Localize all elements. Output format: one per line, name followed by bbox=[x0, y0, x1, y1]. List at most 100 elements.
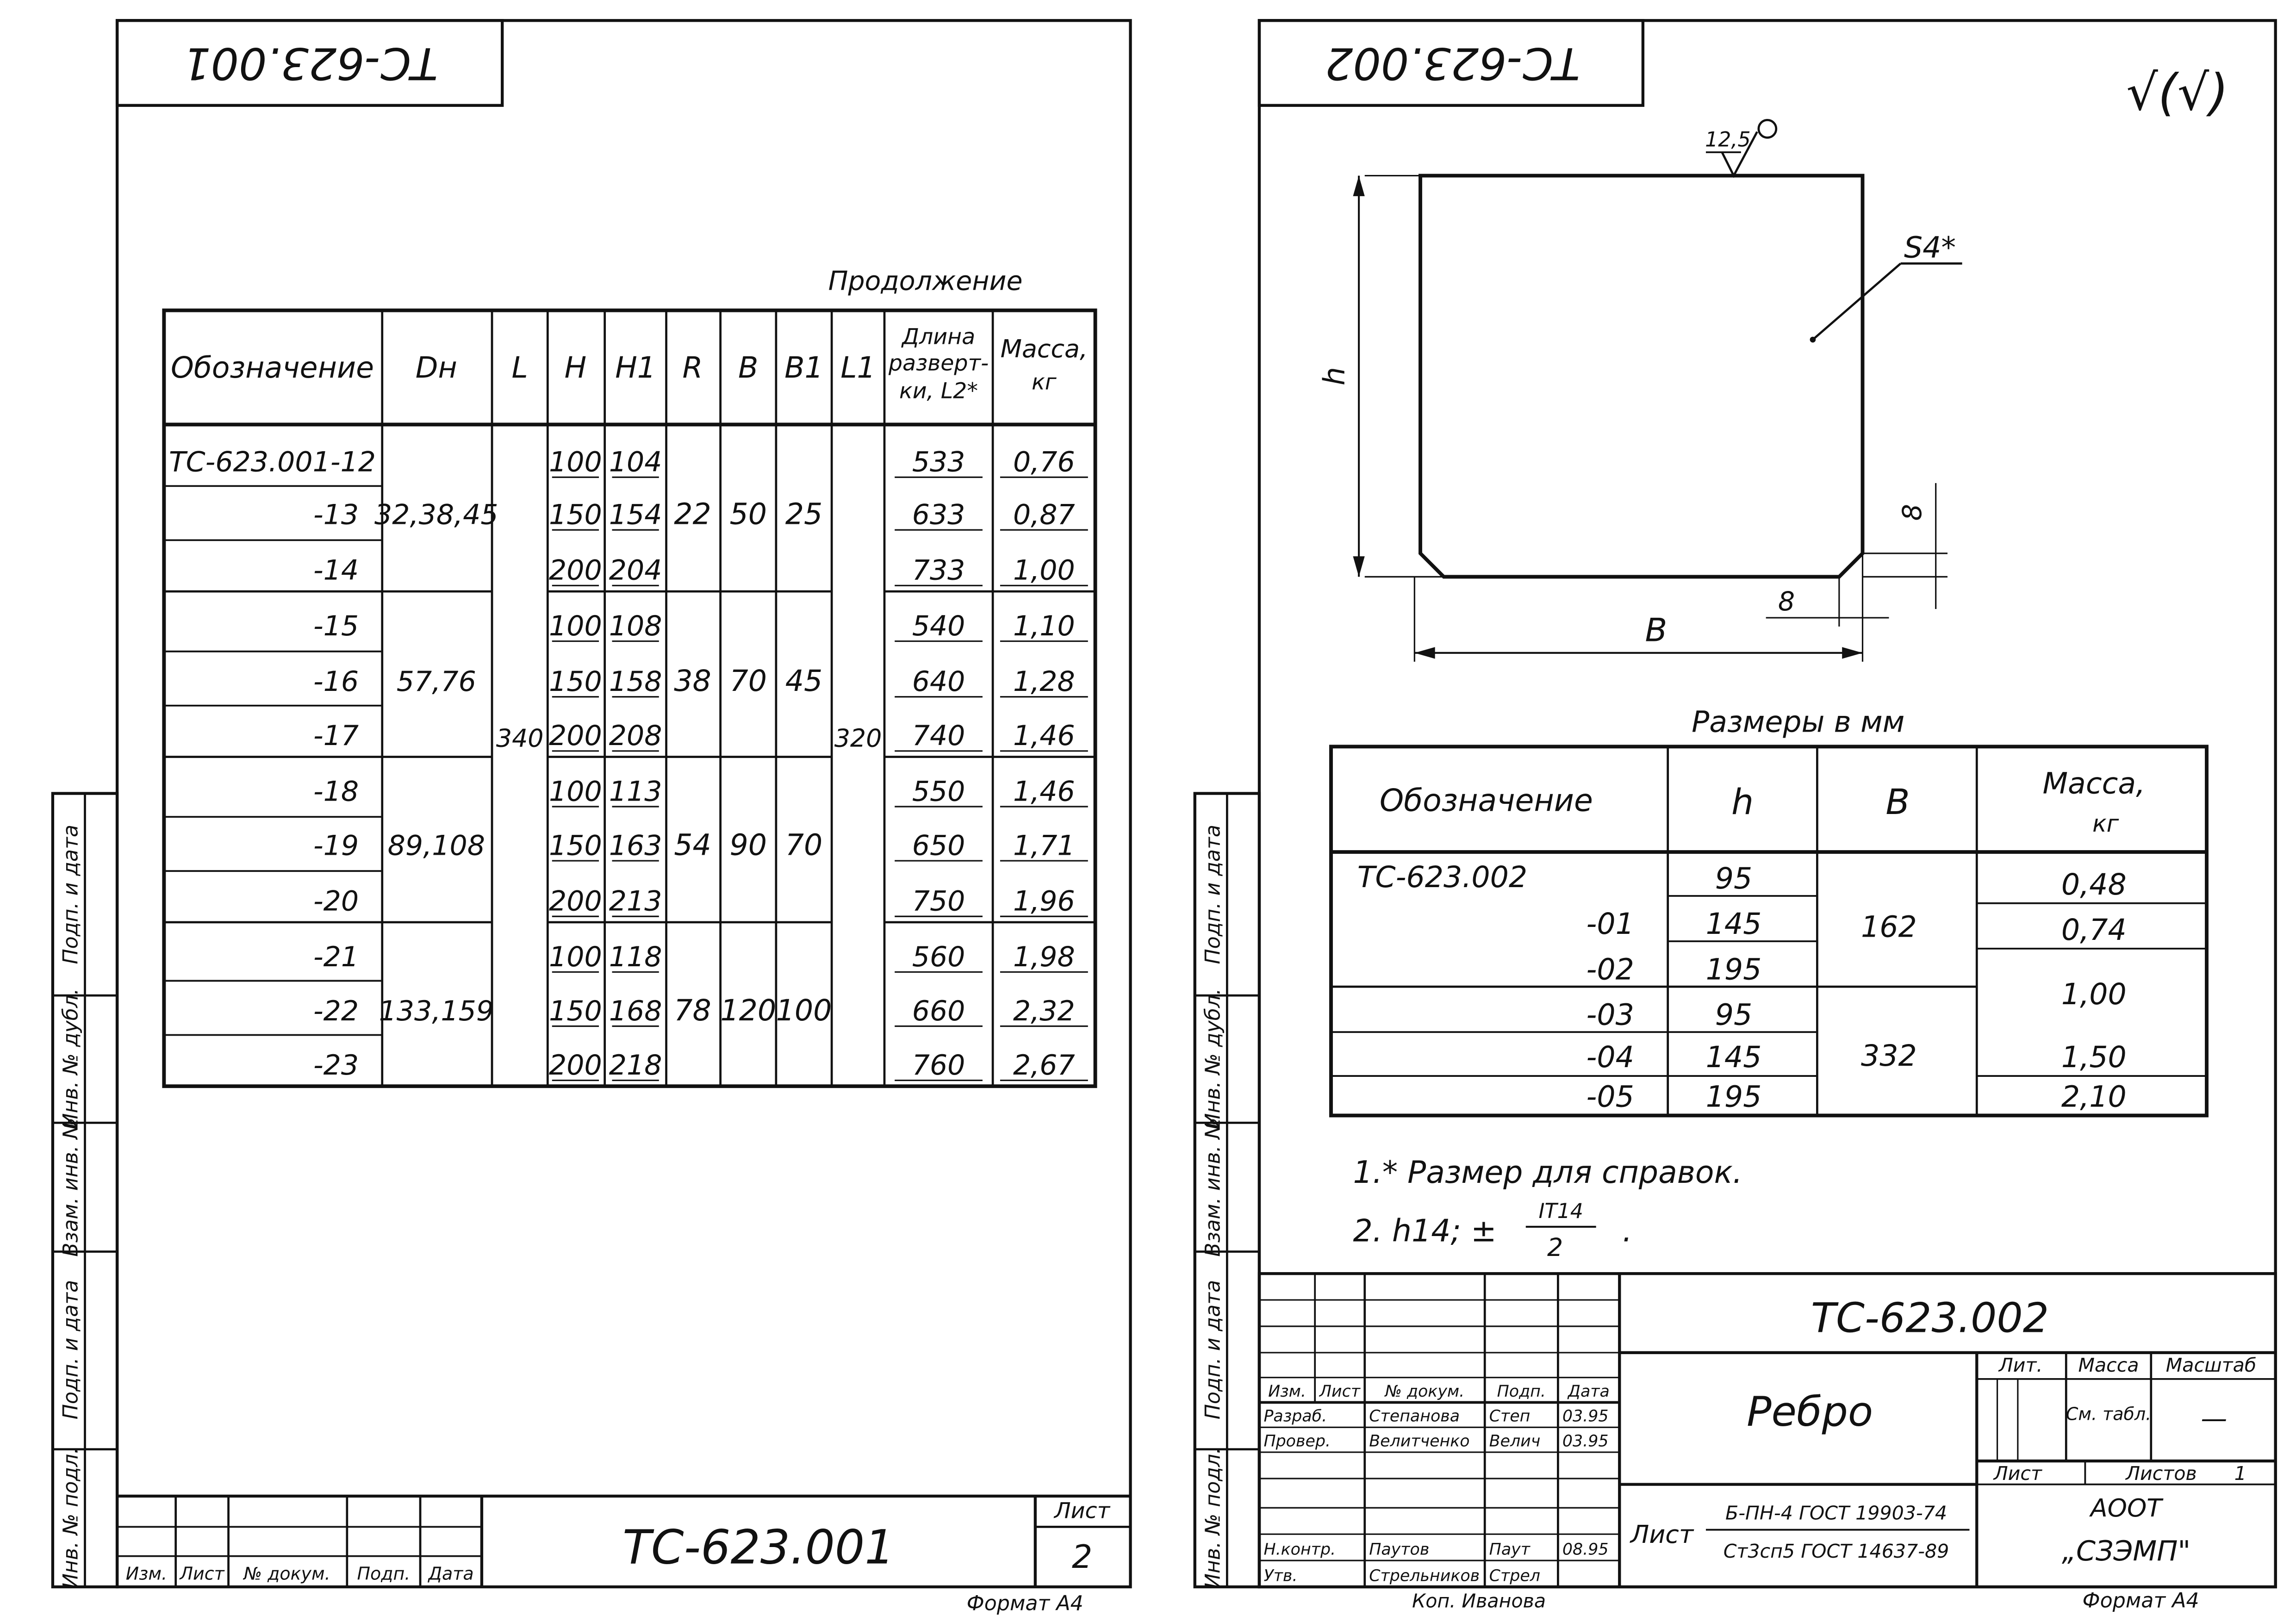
table-1-dn-group-4: 133,159 bbox=[379, 995, 494, 1027]
table-2-h-value: 195 bbox=[1706, 952, 1762, 986]
table-1-cell-h: 150 bbox=[549, 995, 602, 1027]
roughness-mark: √(√) bbox=[2126, 64, 2228, 122]
table-2-h-value: 95 bbox=[1715, 861, 1753, 895]
table-1-rows: ТС-623.001-12 -13 -14 -15 -16 -17 -18 -1… bbox=[169, 446, 376, 1081]
table-1-cell-mass: 1,46 bbox=[1013, 720, 1075, 752]
tb2-name: Стрельников bbox=[1369, 1566, 1480, 1585]
tb2-mass-label: Масса bbox=[2078, 1354, 2139, 1376]
table-1-r-group-2: 38 bbox=[674, 664, 711, 698]
table-2-caption: Размеры в мм bbox=[1692, 705, 1904, 739]
tb2-role: Провер. bbox=[1263, 1432, 1331, 1450]
tb2-material-bottom: Ст3сп5 ГОСТ 14637-89 bbox=[1724, 1540, 1949, 1562]
table-row-designation: -01 bbox=[1587, 907, 1634, 941]
table-2-header-mass-2: кг bbox=[2092, 810, 2119, 837]
table-1-cell-mass: 1,98 bbox=[1013, 941, 1075, 973]
table-row-designation: -21 bbox=[313, 941, 359, 973]
table-2-h-value: 95 bbox=[1715, 997, 1753, 1032]
tb2-role: Утв. bbox=[1263, 1566, 1297, 1585]
table-1-cell-h1: 158 bbox=[609, 665, 662, 698]
tb2-name: Велитченко bbox=[1369, 1432, 1469, 1450]
tb2-scale-value: — bbox=[2201, 1403, 2227, 1434]
table-1-cell-lr: 633 bbox=[912, 498, 965, 531]
table-1-cell-mass: 1,28 bbox=[1013, 665, 1075, 698]
tb2-lit-label: Лит. bbox=[1998, 1354, 2043, 1376]
side-label: Подп. и дата bbox=[1201, 1280, 1225, 1420]
sheet-2-format: Формат А4 bbox=[2083, 1589, 2199, 1612]
table-row-designation: -03 bbox=[1587, 997, 1634, 1032]
table-row-designation: -02 bbox=[1587, 952, 1634, 986]
table-1-header-dn: Dн bbox=[416, 350, 457, 385]
table-2-mass-value: 1,00 bbox=[2061, 977, 2127, 1011]
table-1-cell-h: 150 bbox=[549, 829, 602, 862]
table-1-header-b1: B1 bbox=[784, 350, 823, 385]
table-1-cell-mass: 1,00 bbox=[1013, 554, 1075, 587]
table-1-header-length-1: Длина bbox=[901, 324, 975, 349]
table-1-cell-h: 200 bbox=[549, 885, 602, 918]
sheet-1-side-stamp: Подп. и дата Инв. № дубл. Взам. инв. № П… bbox=[51, 792, 119, 1589]
tb2-date: 08.95 bbox=[1562, 1540, 1609, 1559]
table-row-designation: -15 bbox=[313, 610, 359, 642]
tb2-mass-value: См. табл. bbox=[2066, 1404, 2151, 1424]
table-1-cell-h1: 168 bbox=[609, 995, 662, 1027]
sheet-2-title-block: Изм. Лист № докум. Подп. Дата Разраб. Ст… bbox=[1257, 1272, 2277, 1589]
tb2-name: Паутов bbox=[1369, 1540, 1429, 1559]
tb2-sign: Велич bbox=[1489, 1432, 1541, 1450]
table-row-designation: -16 bbox=[313, 665, 359, 698]
tb2-sign: Паут bbox=[1489, 1540, 1531, 1559]
sheet-1-stamp-text: ТС-623.001 bbox=[183, 37, 438, 88]
table-1-r-group-3: 54 bbox=[674, 827, 711, 862]
table-1-cell-h1: 163 bbox=[609, 829, 662, 862]
sheet-1-table: Обозначение Dн L H H1 R B B1 L1 Длина ра… bbox=[162, 308, 1097, 1088]
table-1-cell-h: 150 bbox=[549, 498, 602, 531]
copied-by: Коп. Иванова bbox=[1412, 1590, 1546, 1612]
table-1-border bbox=[162, 308, 1097, 1088]
table-1-cell-lr: 740 bbox=[912, 720, 965, 752]
tb1-col: Дата bbox=[427, 1563, 473, 1584]
thickness-label: S4* bbox=[1904, 230, 1956, 265]
table-1-header-l: L bbox=[512, 350, 528, 385]
tb2-col: № докум. bbox=[1384, 1382, 1464, 1401]
table-2-mass-value: 1,50 bbox=[2061, 1040, 2127, 1074]
tb1-code: ТС-623.001 bbox=[622, 1520, 895, 1574]
h-dimension-label: h bbox=[1317, 367, 1351, 385]
tb2-scale-label: Масштаб bbox=[2166, 1354, 2256, 1376]
table-1-cell-mass: 2,67 bbox=[1013, 1049, 1075, 1081]
sheet-1-stamp-box bbox=[115, 19, 504, 107]
side-label: Подп. и дата bbox=[59, 1280, 83, 1420]
table-1-header-mass-1: Масса, bbox=[1001, 334, 1088, 363]
table-2-header-b: B bbox=[1885, 782, 1910, 822]
table-1-cell-lr: 660 bbox=[912, 995, 965, 1027]
table-2-h-value: 195 bbox=[1706, 1080, 1762, 1114]
table-1-b-group-1: 50 bbox=[729, 497, 767, 531]
tb2-listov-label: Листов bbox=[2125, 1462, 2197, 1485]
tb2-sign: Стрел bbox=[1489, 1566, 1540, 1585]
table-row-designation: -14 bbox=[313, 554, 359, 587]
table-1-b-group-2: 70 bbox=[729, 664, 767, 698]
side-label: Взам. инв. № bbox=[59, 1118, 83, 1257]
tb2-role: Н.контр. bbox=[1263, 1540, 1336, 1559]
table-row-designation: ТС-623.002 bbox=[1357, 860, 1527, 894]
table-row-designation: -20 bbox=[313, 885, 359, 918]
table-1-cell-h1: 204 bbox=[609, 554, 662, 587]
note-2-denominator: 2 bbox=[1547, 1233, 1563, 1262]
table-1-header-length-2: разверт- bbox=[888, 350, 989, 376]
table-row-designation: -04 bbox=[1587, 1040, 1634, 1074]
sheet-1: ТС-623.001 Продолжение bbox=[51, 19, 1132, 1616]
tb2-col: Подп. bbox=[1497, 1382, 1546, 1401]
part-drawing: 12,5 S4* h B 8 8 bbox=[1317, 119, 1962, 662]
table-1-cell-h1: 108 bbox=[609, 610, 662, 642]
table-1-cell-mass: 0,76 bbox=[1013, 446, 1075, 479]
table-1-header-h: H bbox=[565, 350, 587, 385]
table-1-r-group-4: 78 bbox=[674, 993, 711, 1027]
table-1-cell-h: 150 bbox=[549, 665, 602, 698]
table-2-header-mass-1: Масса, bbox=[2042, 766, 2145, 801]
table-row-designation: ТС-623.001-12 bbox=[169, 446, 376, 479]
table-1-cell-h1: 208 bbox=[609, 720, 662, 752]
table-1-cell-lr: 650 bbox=[912, 829, 965, 862]
sheet-2-side-stamp: Подп. и дата Инв. № дубл. Взам. инв. № П… bbox=[1193, 792, 1261, 1589]
tb2-role: Разраб. bbox=[1263, 1407, 1327, 1426]
tb2-material-label: Лист bbox=[1630, 1520, 1694, 1549]
sheet-2: ТС-623.002 √(√) 12,5 S4* h bbox=[1193, 19, 2277, 1612]
